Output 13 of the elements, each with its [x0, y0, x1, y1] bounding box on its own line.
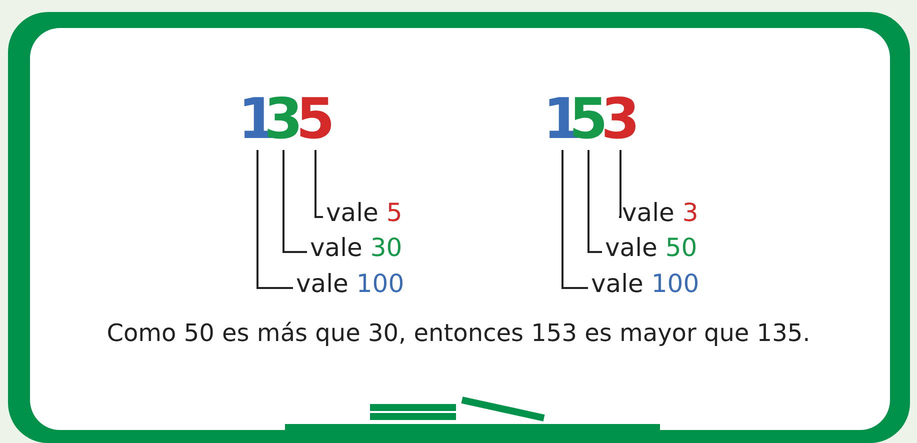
leader-line [282, 150, 307, 253]
place-value-label: vale 30 [310, 234, 402, 262]
place-value-label: vale 3 [622, 199, 698, 227]
leader-line [561, 150, 588, 289]
conclusion-sentence: Como 50 es más que 30, entonces 153 es mayor que 135. [106, 318, 812, 348]
place-value-label: vale 100 [296, 270, 404, 298]
leader-line [314, 150, 323, 218]
place-value-label: vale 100 [591, 270, 700, 298]
place-value-label: vale 50 [605, 234, 698, 262]
leader-line [256, 150, 293, 289]
leader-line [619, 150, 622, 218]
place-value-label: vale 5 [326, 199, 402, 227]
leader-line [587, 150, 602, 253]
